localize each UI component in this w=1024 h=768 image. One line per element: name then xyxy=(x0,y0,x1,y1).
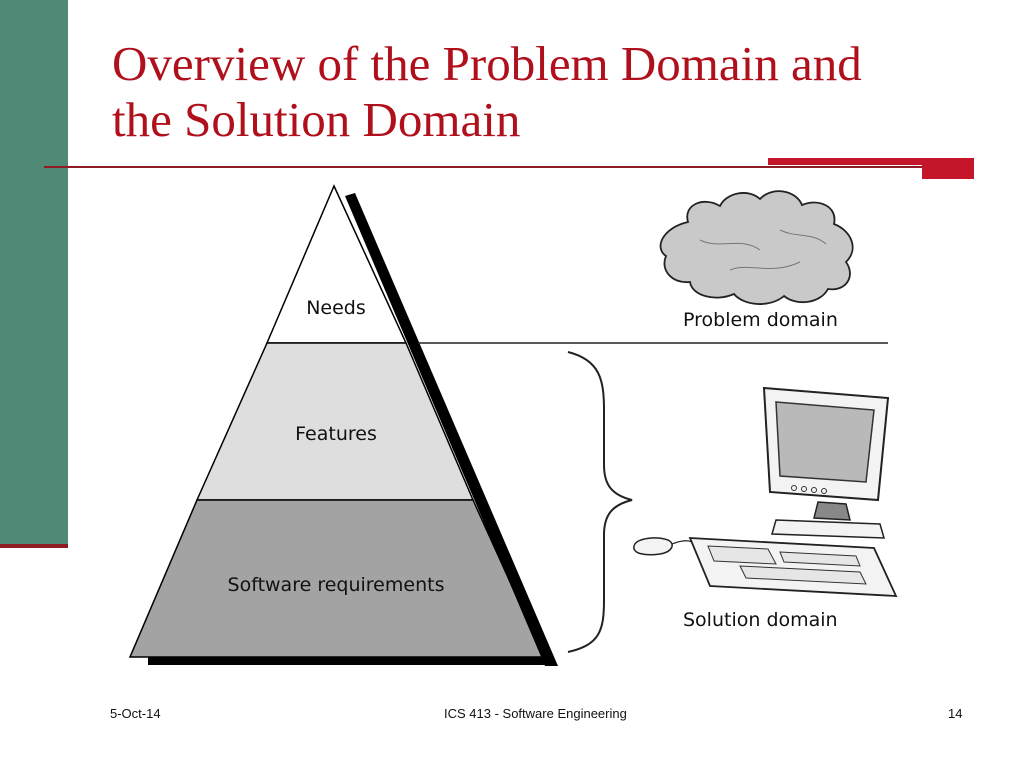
side-bar-rule xyxy=(0,544,68,548)
slide-title: Overview of the Problem Domain and the S… xyxy=(112,36,992,148)
side-bar xyxy=(0,0,68,545)
pyramid-edge xyxy=(345,193,558,666)
computer-icon xyxy=(633,386,898,597)
accent-block xyxy=(922,165,974,179)
pyramid-level-features xyxy=(195,342,475,501)
footer-date: 5-Oct-14 xyxy=(110,706,161,721)
title-rule xyxy=(44,166,924,168)
problem-domain-label: Problem domain xyxy=(683,309,838,331)
pyramid-label-software-requirements: Software requirements xyxy=(228,574,445,596)
slide-title-line-2: the Solution Domain xyxy=(112,92,521,147)
footer-course: ICS 413 - Software Engineering xyxy=(444,706,627,721)
pyramid-label-needs: Needs xyxy=(306,297,366,319)
cloud-icon xyxy=(659,190,854,305)
solution-domain-label: Solution domain xyxy=(683,609,838,631)
accent-bar xyxy=(768,158,974,165)
solution-brace xyxy=(567,351,633,653)
pyramid-label-features: Features xyxy=(295,423,377,445)
slide-title-line-1: Overview of the Problem Domain and xyxy=(112,36,862,91)
footer-page-number: 14 xyxy=(948,706,963,721)
